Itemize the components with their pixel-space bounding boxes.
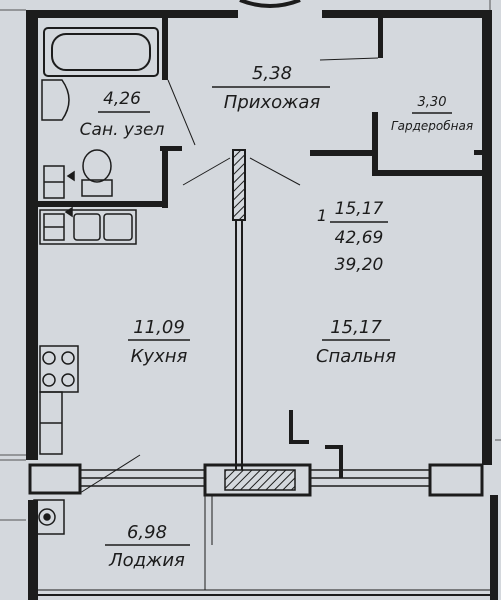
label-underlines <box>98 86 452 546</box>
bathroom-walls <box>38 18 182 208</box>
bedroom-area: 15,17 <box>330 317 382 338</box>
kitchen-cabinet <box>39 391 63 455</box>
door-swings <box>79 57 379 590</box>
loggia-drain <box>33 499 65 535</box>
kitchen-area: 11,09 <box>133 317 185 338</box>
exterior-walls <box>26 10 498 600</box>
bedroom-name: Спальня <box>316 346 396 367</box>
hallway-name: Прихожая <box>224 92 321 113</box>
apartment-area-excl-loggia: 39,20 <box>335 255 384 275</box>
hallway-area: 5,38 <box>252 63 292 84</box>
apartment-total-area: 42,69 <box>335 228 384 248</box>
bathtub <box>43 27 159 77</box>
apartment-living-area: 15,17 <box>335 199 384 219</box>
staircase-fragment <box>239 0 301 8</box>
partition-wall <box>232 149 246 470</box>
kitchen-name: Кухня <box>131 346 188 367</box>
loggia-wall <box>28 463 490 596</box>
wardrobe-name: Гардеробная <box>391 119 473 133</box>
section-marks <box>289 410 343 478</box>
loggia-name: Лоджия <box>108 550 185 571</box>
washbasin <box>41 79 70 121</box>
apartment-rooms-count: 1 <box>317 206 327 225</box>
loggia-area: 6,98 <box>127 522 167 543</box>
bathroom-area: 4,26 <box>103 89 141 109</box>
toilet <box>81 149 113 197</box>
bathroom-name: Сан. узел <box>80 120 165 140</box>
bathroom-cabinet <box>43 165 75 199</box>
kitchen-sink <box>39 206 137 245</box>
wardrobe-walls <box>310 18 482 176</box>
wardrobe-area: 3,30 <box>418 95 447 110</box>
